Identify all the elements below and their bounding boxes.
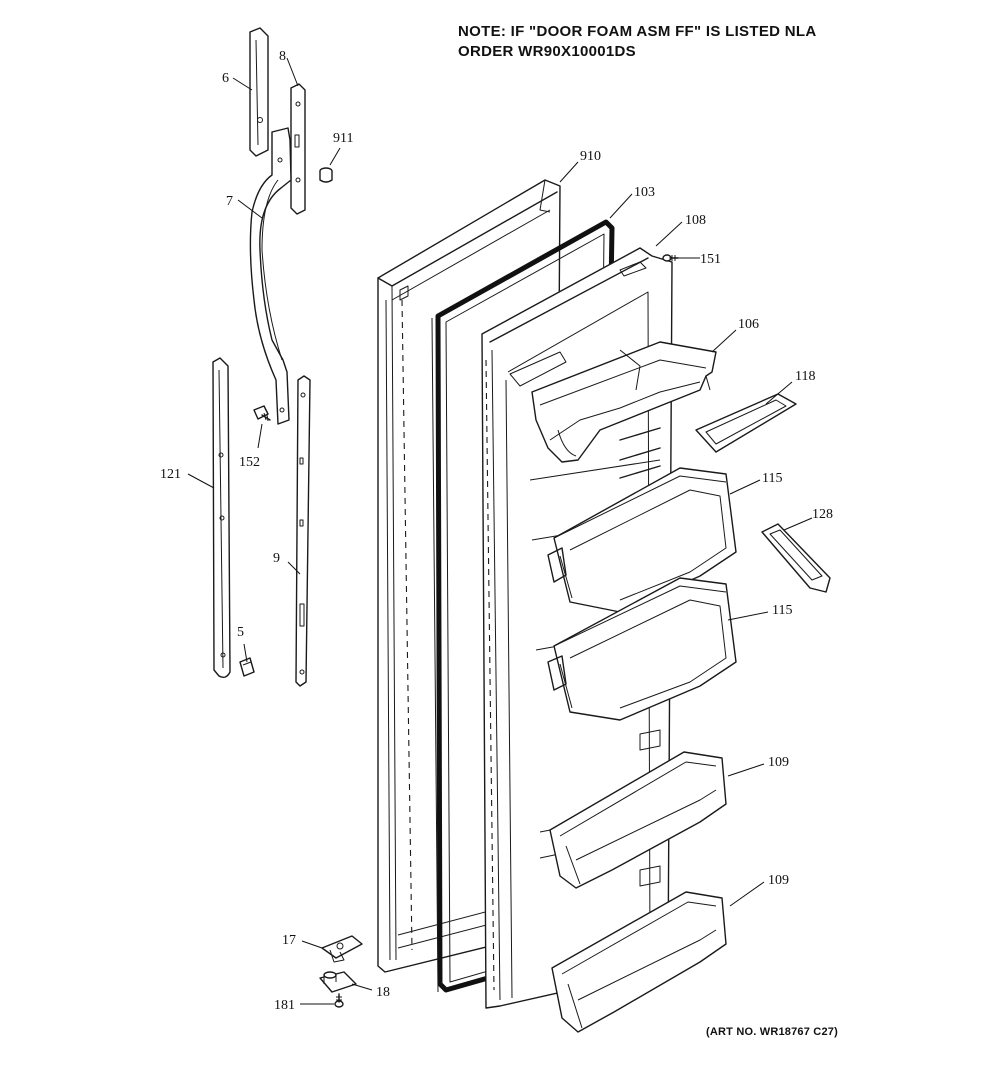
callout-103: 103 bbox=[634, 185, 655, 200]
part-106-dairy-door bbox=[531, 341, 717, 479]
callout-109-upper: 109 bbox=[768, 755, 789, 770]
callout-17: 17 bbox=[282, 933, 296, 948]
part-115-door-bin-lower bbox=[547, 577, 737, 721]
callout-118: 118 bbox=[795, 369, 815, 384]
part-7-door-handle bbox=[249, 127, 292, 425]
part-118-tray bbox=[695, 393, 797, 453]
note-line-2: ORDER WR90X10001DS bbox=[458, 43, 636, 60]
art-number: (ART NO. WR18767 C27) bbox=[706, 1026, 838, 1038]
note-block: NOTE: IF "DOOR FOAM ASM FF" IS LISTED NL… bbox=[458, 22, 816, 62]
callout-18: 18 bbox=[376, 985, 390, 1000]
part-911-plug bbox=[319, 167, 333, 183]
part-18-hinge-pin bbox=[319, 971, 357, 993]
callout-106: 106 bbox=[738, 317, 759, 332]
callout-7: 7 bbox=[226, 194, 233, 209]
part-181-screw bbox=[334, 993, 344, 1008]
part-115-door-bin-upper bbox=[547, 467, 737, 613]
part-9-mounting-plate bbox=[295, 375, 311, 687]
callout-9: 9 bbox=[273, 551, 280, 566]
callout-121: 121 bbox=[160, 467, 181, 482]
callout-152: 152 bbox=[239, 455, 260, 470]
callout-181: 181 bbox=[274, 998, 295, 1013]
callout-6: 6 bbox=[222, 71, 229, 86]
note-line-1: NOTE: IF "DOOR FOAM ASM FF" IS LISTED NL… bbox=[458, 23, 817, 40]
part-121-trim-strip bbox=[212, 357, 231, 679]
part-17-hinge-bracket bbox=[321, 935, 363, 963]
part-109-shelf-bin-upper bbox=[549, 751, 727, 889]
callout-109-lower: 109 bbox=[768, 873, 789, 888]
part-152-screw bbox=[253, 405, 271, 422]
callout-8: 8 bbox=[279, 49, 286, 64]
part-6-handle-trim bbox=[249, 27, 269, 157]
callout-115-upper: 115 bbox=[762, 471, 782, 486]
callout-128: 128 bbox=[812, 507, 833, 522]
callout-911: 911 bbox=[333, 131, 353, 146]
callout-151: 151 bbox=[700, 252, 721, 267]
part-109-shelf-bin-lower bbox=[551, 891, 727, 1033]
part-128-cover bbox=[761, 523, 831, 593]
callout-115-lower: 115 bbox=[772, 603, 792, 618]
part-8-mounting-plate bbox=[290, 83, 306, 215]
callout-5: 5 bbox=[237, 625, 244, 640]
leader-lines bbox=[187, 57, 813, 1005]
callout-108: 108 bbox=[685, 213, 706, 228]
callout-numbers: 6 8 911 7 910 103 108 151 106 118 152 12… bbox=[160, 49, 833, 1013]
callout-910: 910 bbox=[580, 149, 601, 164]
